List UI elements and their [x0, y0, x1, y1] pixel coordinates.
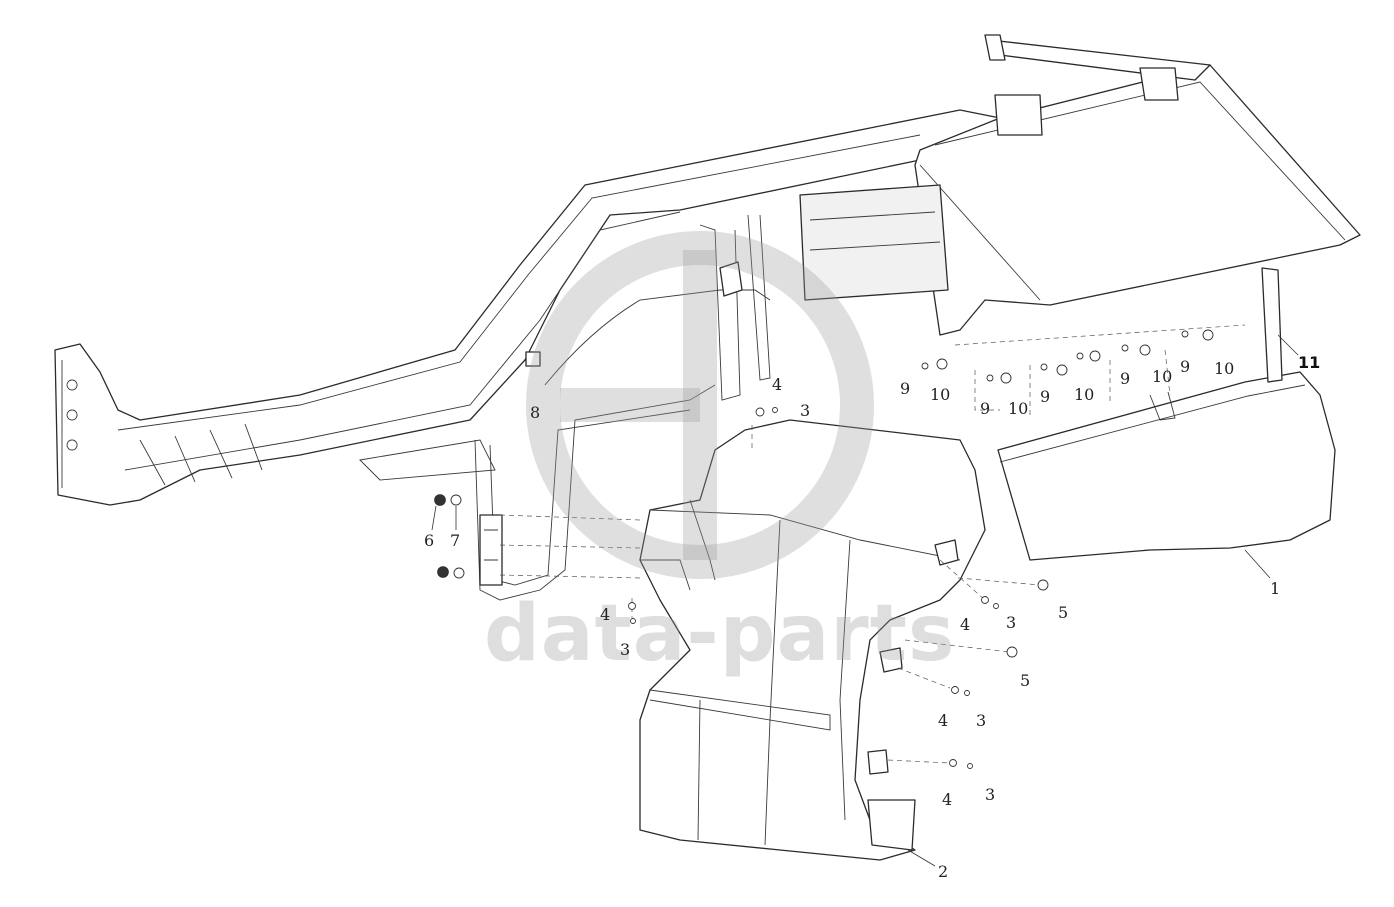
callout-9-b: 9: [980, 399, 990, 418]
callout-6: 6: [424, 531, 434, 550]
callout-4-right-2: 4: [938, 711, 948, 730]
callout-1: 1: [1270, 579, 1280, 598]
fasteners: [434, 329, 1214, 769]
callout-7: 7: [450, 531, 460, 550]
callout-4-right-1: 4: [960, 615, 970, 634]
callout-8: 8: [530, 403, 540, 422]
callout-9-c: 9: [1040, 387, 1050, 406]
callout-10-b: 10: [1008, 399, 1028, 418]
callout-9-a: 9: [900, 379, 910, 398]
callout-10-c: 10: [1074, 385, 1094, 404]
callout-9-d: 9: [1120, 369, 1130, 388]
rear-upper-panel: [799, 34, 1361, 415]
dp-logo-watermark: [526, 231, 874, 579]
callout-9-e: 9: [1180, 357, 1190, 376]
callout-10-a: 10: [930, 385, 950, 404]
callout-5-lower: 5: [1020, 671, 1030, 690]
callout-3-left: 3: [620, 640, 630, 659]
callout-4-right-3: 4: [942, 790, 952, 809]
callout-11: 11: [1298, 353, 1320, 372]
fender-assembly: [639, 419, 986, 861]
callout-3-right-1: 3: [1006, 613, 1016, 632]
callout-10-d: 10: [1152, 367, 1172, 386]
callout-2: 2: [938, 862, 948, 881]
callout-3-right-2: 3: [976, 711, 986, 730]
callout-10-e: 10: [1214, 359, 1234, 378]
callout-4-left: 4: [600, 605, 610, 624]
callout-3-right-3: 3: [985, 785, 995, 804]
callout-labels: 1 2 4 3 6 7 8 4 3 5 4 3 5 4 3 4 3 9 10 9…: [424, 353, 1320, 881]
callout-4-upper: 4: [772, 375, 782, 394]
leader-lines: [431, 334, 1299, 867]
callout-3-upper: 3: [800, 401, 810, 420]
callout-5-upper: 5: [1058, 603, 1068, 622]
watermark-text: data-parts: [484, 589, 955, 679]
side-skirt-panel: [997, 267, 1336, 561]
